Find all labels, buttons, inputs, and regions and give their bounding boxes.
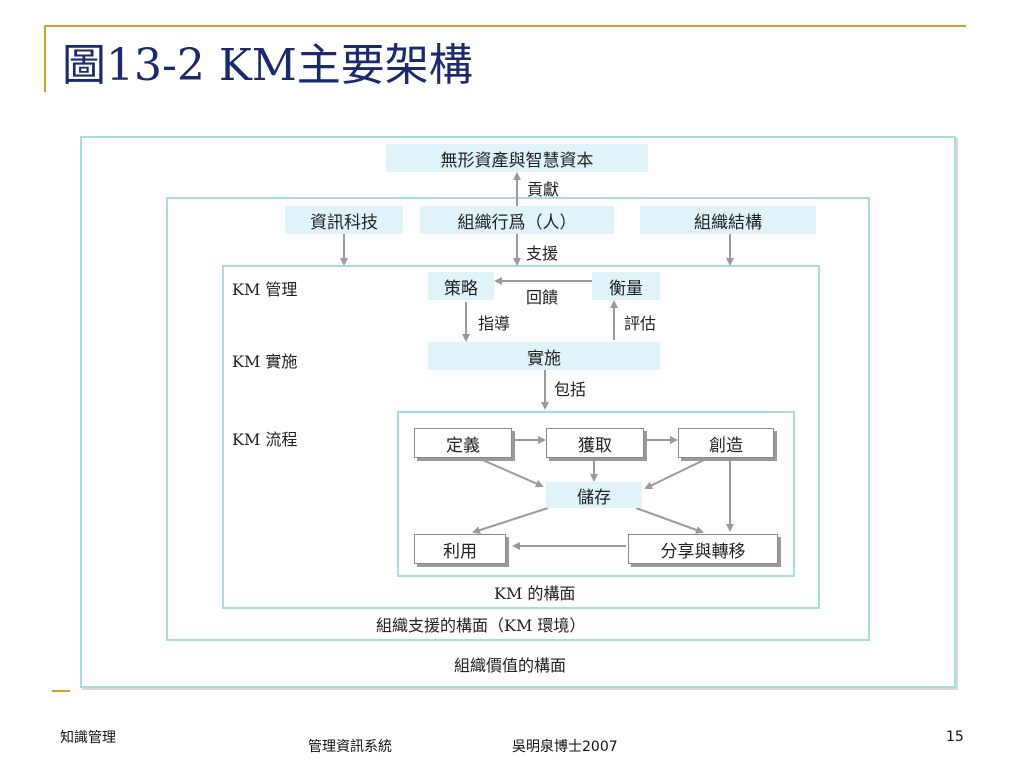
node-share-transfer: 分享與轉移 (628, 534, 778, 564)
measure-box: 衡量 (592, 272, 660, 300)
level-label-km-management: KM 管理 (232, 280, 298, 299)
title-accent-line-left (44, 25, 46, 92)
title-accent-line-top (44, 25, 966, 27)
org-structure-box: 組織結構 (640, 206, 816, 234)
footer-author: 吳明泉博士2007 (512, 739, 618, 755)
caption-org-support-face: 組織支援的構面（KM 環境） (376, 616, 586, 635)
arrow-store-use (472, 507, 549, 534)
org-behavior-box: 組織行爲（人） (420, 206, 614, 234)
evaluate-label: 評估 (624, 314, 657, 333)
guide-label: 指導 (478, 314, 511, 333)
node-define: 定義 (414, 428, 512, 458)
slide-title: 圖13-2 KM主要架構 (62, 40, 473, 91)
footer-page-number: 15 (946, 729, 964, 745)
implementation-box: 實施 (428, 342, 660, 370)
caption-km-face: KM 的構面 (494, 584, 576, 603)
intangible-assets-box: 無形資產與智慧資本 (386, 144, 648, 172)
include-label: 包括 (554, 380, 587, 399)
diagram-arrows (340, 172, 734, 550)
arrow-define-store (477, 457, 544, 488)
arrow-create-store (644, 457, 709, 489)
node-acquire: 獲取 (546, 428, 644, 458)
footer-course: 管理資訊系統 (308, 739, 392, 755)
it-box: 資訊科技 (285, 206, 403, 234)
node-create: 創造 (678, 428, 774, 458)
node-store: 儲存 (546, 482, 642, 508)
footer-topic: 知識管理 (60, 730, 116, 746)
level-label-km-process: KM 流程 (232, 430, 298, 449)
node-use: 利用 (414, 534, 506, 564)
km-architecture-diagram: 無形資產與智慧資本 貢獻 資訊科技 組織行爲（人） 組織結構 支援 KM 管理 … (80, 136, 956, 688)
arrow-store-share (635, 507, 704, 534)
caption-org-value-face: 組織價值的構面 (454, 656, 567, 675)
footer-accent-line (52, 690, 70, 692)
contribute-label: 貢獻 (527, 180, 560, 199)
support-label: 支援 (526, 244, 559, 263)
strategy-box: 策略 (428, 272, 494, 300)
level-label-km-implementation: KM 實施 (232, 352, 298, 371)
feedback-label: 回饋 (526, 288, 559, 307)
